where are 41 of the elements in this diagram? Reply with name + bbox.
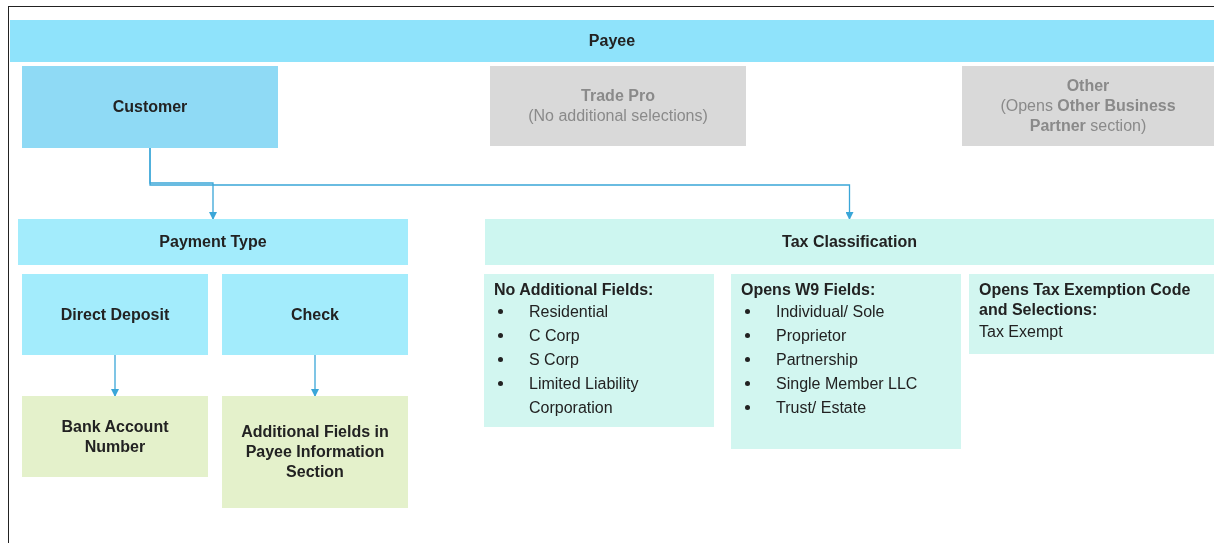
category-box [22,274,208,355]
box-heading: Check [291,304,339,325]
box-heading: Payee [588,31,636,51]
arrow [311,354,319,397]
category-box [222,396,408,508]
category-box [10,20,1214,62]
category-box [490,66,746,146]
list-item: Proprietor [776,326,847,346]
list-item: Limited Liability Corporation [529,374,640,418]
box-text: Tax Exempt [979,322,1064,342]
arrow [111,354,119,397]
category-box [22,396,208,477]
list-item: Partnership [776,350,858,370]
category-box [22,66,278,148]
box-subtext: (Opens Other Business Partner section) [999,96,1177,136]
box-heading: Other [1066,76,1110,96]
list-item: Trust/ Estate [776,398,867,418]
category-box [962,66,1214,146]
box-heading: Payment Type [159,232,267,252]
category-box [485,219,1214,265]
list-item: Single Member LLC [776,374,918,394]
list-box [484,274,714,427]
list-box [969,274,1214,354]
list-item: S Corp [529,350,579,370]
list-item: Individual/ Sole [776,302,885,322]
box-heading: Customer [112,97,188,117]
box-heading: Opens Tax Exemption Code and Selections: [979,280,1192,320]
box-heading: Additional Fields in Payee Information Section [240,422,390,482]
list-item: C Corp [529,326,580,346]
category-box [222,274,408,355]
list-box [731,274,961,449]
box-heading: Opens W9 Fields: [741,280,877,300]
box-heading: Tax Classification [782,232,917,252]
box-subtext: (No additional selections) [528,106,708,126]
box-heading: Direct Deposit [60,304,170,325]
list-item: Residential [529,302,609,322]
box-heading: Trade Pro [581,86,655,106]
box-heading: No Additional Fields: [494,280,655,300]
box-heading: Bank Account Number [60,416,170,457]
category-box [18,219,408,265]
arrow [149,147,854,220]
